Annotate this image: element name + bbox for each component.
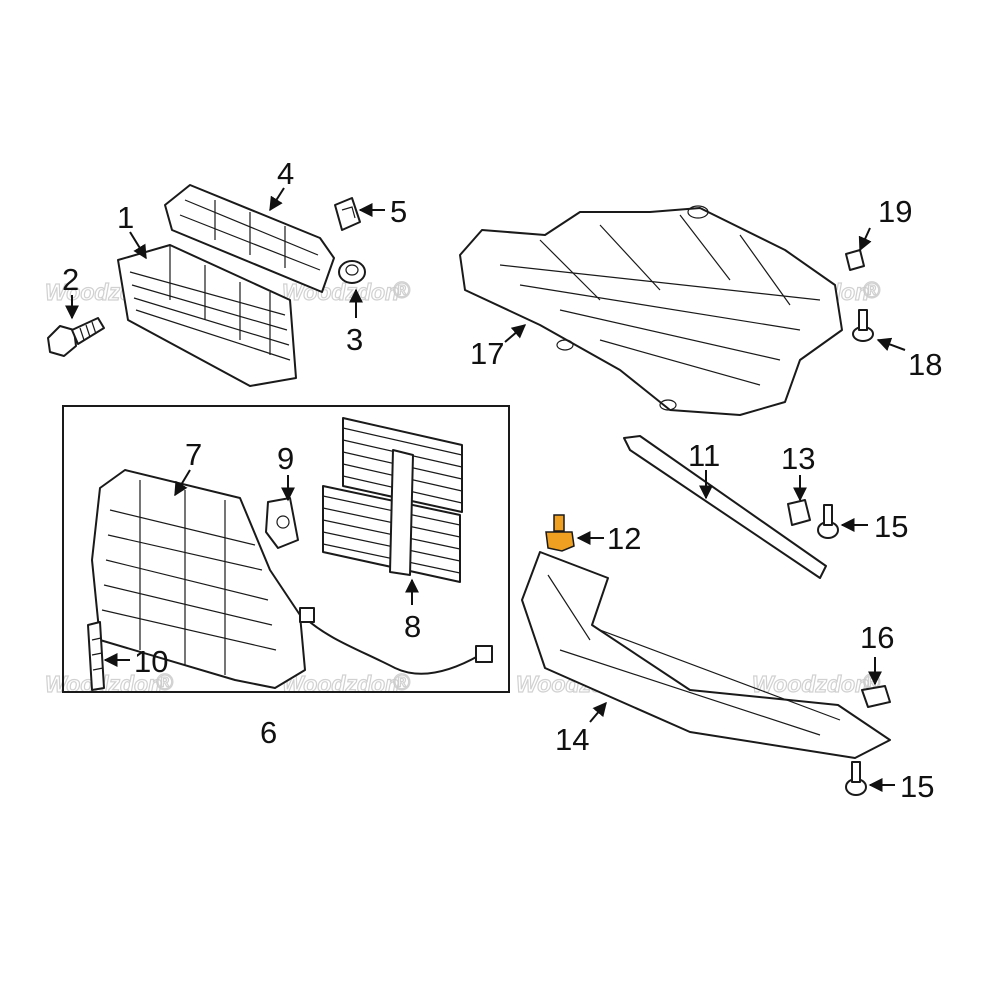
watermark-registered: ® (393, 669, 410, 695)
leader-4 (269, 187, 285, 212)
part-4-upper-deflector (164, 184, 335, 293)
leader-1 (129, 231, 147, 260)
part-12-bolt-highlighted (545, 514, 575, 552)
callout-6: 6 (260, 715, 277, 750)
leader-18 (876, 337, 906, 351)
part-15-screw-lower (845, 761, 867, 796)
part-3-clip (338, 260, 366, 284)
callout-10: 10 (134, 644, 168, 679)
watermark-registered: ® (863, 277, 880, 303)
part-7-shutter-assembly (91, 469, 306, 689)
callout-9: 9 (277, 441, 294, 476)
part-9-actuator (265, 497, 299, 549)
part-1-air-deflector (117, 244, 297, 387)
callout-14: 14 (555, 722, 589, 757)
part-8-shutter-vanes (322, 417, 463, 583)
callout-numbers: 1 2 3 4 5 6 7 8 9 10 11 12 13 14 15 15 1… (62, 156, 942, 804)
callout-19: 19 (878, 194, 912, 229)
watermark-text: Woodzdon (282, 671, 399, 697)
callout-4: 4 (277, 156, 294, 191)
part-17-under-shield (459, 205, 843, 416)
part-14-lower-deflector (521, 551, 891, 759)
callout-16: 16 (860, 620, 894, 655)
part-19-clip (845, 249, 865, 271)
callout-1: 1 (117, 200, 134, 235)
part-13-clip (787, 499, 811, 526)
wiring-harness (299, 607, 493, 675)
callout-5: 5 (390, 194, 407, 229)
callout-15-lower: 15 (900, 769, 934, 804)
callout-11: 11 (688, 438, 720, 473)
callout-18: 18 (908, 347, 942, 382)
part-5-seal (334, 197, 361, 231)
leader-arrows (65, 187, 906, 792)
leader-17 (504, 324, 527, 343)
callout-13: 13 (781, 441, 815, 476)
part-2-bolt (47, 317, 105, 357)
callout-3: 3 (346, 322, 363, 357)
callout-2: 2 (62, 262, 79, 297)
leader-14 (589, 701, 607, 723)
callout-15-upper: 15 (874, 509, 908, 544)
callout-8: 8 (404, 609, 421, 644)
watermark-registered: ® (156, 669, 173, 695)
part-15-screw-upper (817, 504, 839, 539)
watermark-registered: ® (393, 277, 410, 303)
part-16-nut-clip (861, 685, 891, 708)
leader-19 (858, 227, 872, 252)
callout-17: 17 (470, 336, 504, 371)
assembly-6-frame (62, 405, 510, 693)
callout-12: 12 (607, 521, 641, 556)
leader-7 (174, 469, 191, 497)
part-11-strip (623, 435, 827, 579)
watermark-text: Woodzdon (752, 671, 869, 697)
callout-7: 7 (185, 437, 202, 472)
part-10-bracket (87, 621, 105, 691)
part-18-screw (852, 309, 874, 342)
